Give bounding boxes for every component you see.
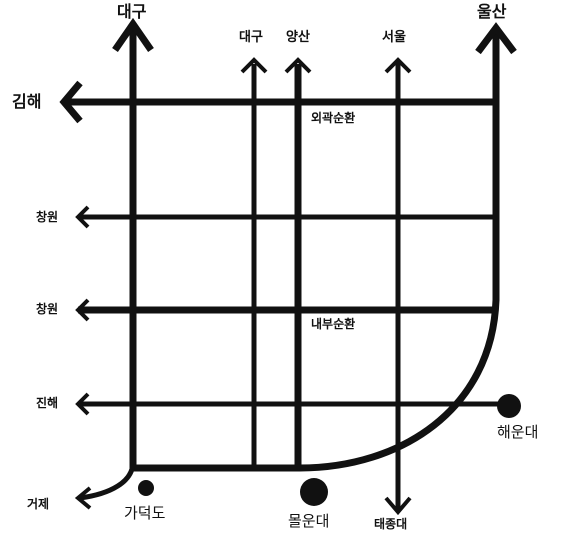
label-seoul: 서울 xyxy=(382,30,406,45)
label-gimhae: 김해 xyxy=(12,92,42,111)
arrow-gimhae xyxy=(59,80,83,124)
arrow-yangsan xyxy=(284,57,312,74)
label-daegu: 대구 xyxy=(239,30,263,45)
dot-gadeokdo xyxy=(138,480,154,496)
label-inner-ring: 내부순환 xyxy=(311,317,356,331)
label-changwon-1: 창원 xyxy=(36,210,59,224)
label-ulsan: 울산 xyxy=(477,2,507,21)
label-changwon-2: 창원 xyxy=(36,302,59,316)
label-outer-ring: 외곽순환 xyxy=(311,111,356,125)
dot-molundae xyxy=(300,478,328,506)
label-molundae: 몰운대 xyxy=(288,512,330,530)
arrow-taejongdae xyxy=(384,496,412,516)
label-gadeokdo: 가덕도 xyxy=(124,504,166,522)
dot-haeundae xyxy=(497,394,521,418)
arrow-changwon-2 xyxy=(75,298,90,322)
label-taejongdae: 태종대 xyxy=(374,517,408,531)
label-daegu-main: 대구 xyxy=(117,2,147,21)
label-yangsan: 양산 xyxy=(286,30,310,45)
arrow-seoul xyxy=(384,57,412,74)
arrow-geoje xyxy=(74,486,92,510)
road-geoje xyxy=(79,461,136,501)
label-haeundae: 해운대 xyxy=(497,423,539,441)
label-jinhae: 진해 xyxy=(36,396,59,410)
arrow-daegu-main xyxy=(112,17,154,52)
arrow-changwon-1 xyxy=(75,205,90,229)
arrow-ulsan xyxy=(475,22,517,55)
arrow-jinhae xyxy=(75,392,90,416)
arrow-daegu xyxy=(240,57,268,74)
road-ulsan-curve xyxy=(133,30,500,472)
label-geoje: 거제 xyxy=(27,497,50,511)
